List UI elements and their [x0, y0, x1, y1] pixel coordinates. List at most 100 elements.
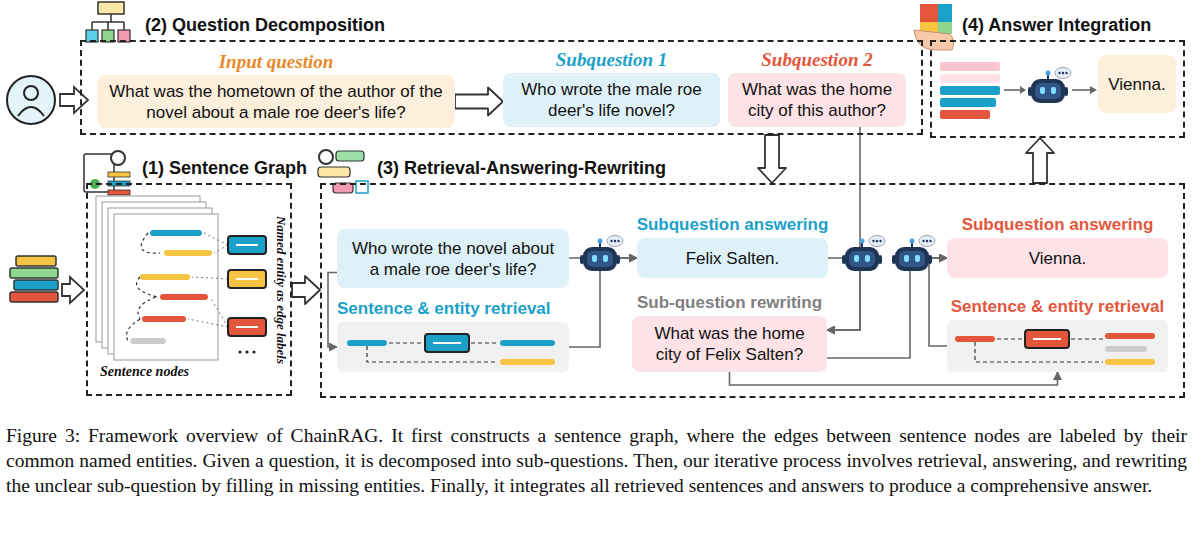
- sentence-bar: [500, 359, 555, 365]
- sentence-bar: [1105, 346, 1147, 352]
- hollow-arrow: [1026, 138, 1054, 183]
- ellipsis-dot: [238, 350, 241, 353]
- evidence-bar: [940, 74, 1000, 83]
- box-text: What was the home city of Felix Salten?: [640, 323, 819, 365]
- entity-box: [1025, 330, 1069, 348]
- sentence-bar: [347, 340, 387, 346]
- sentence-bar: [142, 316, 186, 322]
- rar-icon: [336, 151, 364, 161]
- box-heading: Subquestion 2: [761, 49, 872, 70]
- flow-line: [1072, 89, 1090, 91]
- document-page: [114, 214, 218, 360]
- retrieval-panel: [337, 322, 569, 372]
- figure-caption: Figure 3: Framework overview of ChainRAG…: [6, 423, 1187, 498]
- answer-box: Subquestion answeringVienna.: [947, 238, 1168, 278]
- llm-robot: [580, 236, 623, 272]
- hollow-arrow: [455, 88, 503, 116]
- axis-label: Named entity as edge labels: [273, 216, 289, 364]
- ellipsis-dot: [245, 350, 248, 353]
- sentence-bar: [150, 230, 202, 236]
- flow-arrow: [328, 273, 337, 348]
- rar-icon: [319, 150, 333, 164]
- sentence-bar: [1105, 333, 1155, 339]
- box-heading: Subquestion 1: [556, 49, 667, 70]
- panel-title: (4) Answer Integration: [962, 15, 1151, 36]
- sentence-bar: [955, 336, 995, 342]
- hollow-arrow: [292, 276, 320, 304]
- panel-title: (3) Retrieval-Answering-Rewriting: [377, 158, 666, 179]
- integration-icon: [938, 4, 952, 22]
- flow-arrow: [827, 258, 947, 358]
- graph-icon: [108, 190, 130, 195]
- panel-title: (2) Question Decomposition: [145, 15, 385, 36]
- sentence-bar: [160, 294, 208, 300]
- flow-arrow: [730, 372, 1058, 385]
- box-heading: Subquestion answering: [962, 214, 1154, 235]
- user-body: [18, 107, 44, 116]
- entity-box: [228, 270, 266, 288]
- book-icon: [16, 256, 56, 266]
- box-text: What was the hometown of the author of t…: [105, 81, 447, 123]
- box-heading: Sentence & entity retrieval: [337, 298, 551, 319]
- stage-panel: (4) Answer IntegrationVienna.: [930, 40, 1185, 138]
- entity-box: [1033, 338, 1061, 340]
- rewrite-box: Sub-question rewritingWhat was the home …: [632, 316, 827, 372]
- llm-robot: [1028, 68, 1071, 104]
- box-heading: Sentence & entity retrieval: [951, 296, 1165, 317]
- stage-panel: (3) Retrieval-Answering-RewritingWho wro…: [320, 183, 1185, 398]
- book-icon: [14, 280, 58, 290]
- entity-link: [188, 233, 228, 327]
- flow-arrow: [929, 258, 947, 346]
- entity-box: [425, 334, 469, 352]
- integration-icon: [938, 22, 952, 34]
- ellipsis-dot: [252, 350, 255, 353]
- hollow-arrow: [60, 87, 88, 113]
- user-head: [24, 86, 38, 100]
- box-text: Who wrote the novel about a male roe dee…: [345, 238, 561, 280]
- rar-icon: [318, 167, 350, 177]
- book-icon: [10, 268, 58, 278]
- figure-label: Sentence nodes: [100, 364, 189, 380]
- box-text: Felix Salten.: [686, 248, 780, 269]
- evidence-bar: [940, 86, 1000, 95]
- graph-icon: [108, 172, 130, 177]
- llm-robot: [842, 236, 885, 272]
- retrieval-box: Sentence & entity retrieval: [337, 322, 569, 372]
- flow-arrow: [569, 258, 637, 347]
- sentence-bar: [164, 250, 212, 256]
- question-box: Who wrote the novel about a male roe dee…: [337, 229, 569, 288]
- box-heading: Input question: [219, 51, 334, 72]
- graph-edge: [127, 233, 161, 341]
- user-icon: [7, 76, 55, 124]
- entity-box: [228, 318, 266, 336]
- hollow-arrow: [62, 277, 84, 303]
- arrowhead: [1020, 86, 1026, 94]
- sentence-bar: [500, 340, 555, 346]
- entity-box: [236, 278, 258, 280]
- answer-box: Vienna.: [1098, 55, 1176, 113]
- flow-line: [1004, 89, 1020, 91]
- book-icon: [10, 292, 58, 302]
- flow-arrow: [827, 127, 860, 330]
- subquestion-box: Subquestion 2What was the home city of t…: [728, 73, 906, 127]
- retrieval-panel: [947, 320, 1168, 372]
- sentence-bar: [130, 338, 166, 344]
- box-text: Vienna.: [1029, 248, 1086, 269]
- retrieval-box: Sentence & entity retrieval: [947, 320, 1168, 372]
- evidence-bar: [940, 98, 996, 107]
- box-heading: Subquestion answering: [637, 214, 829, 235]
- entity-box: [228, 236, 266, 254]
- subquestion-box: Subquestion 1Who wrote the male roe deer…: [503, 73, 720, 127]
- entity-box: [433, 342, 461, 344]
- stage-panel: (2) Question DecompositionInput question…: [80, 40, 923, 135]
- llm-robot: [892, 236, 935, 272]
- decomposition-icon: [98, 2, 124, 14]
- decomposition-icon: [92, 14, 124, 30]
- question-box: Input questionWhat was the hometown of t…: [97, 75, 455, 128]
- sentence-bar: [1105, 359, 1155, 365]
- hollow-arrow: [758, 135, 786, 183]
- entity-box: [236, 244, 258, 246]
- evidence-bar: [940, 110, 990, 119]
- box-text: Vienna.: [1108, 74, 1165, 95]
